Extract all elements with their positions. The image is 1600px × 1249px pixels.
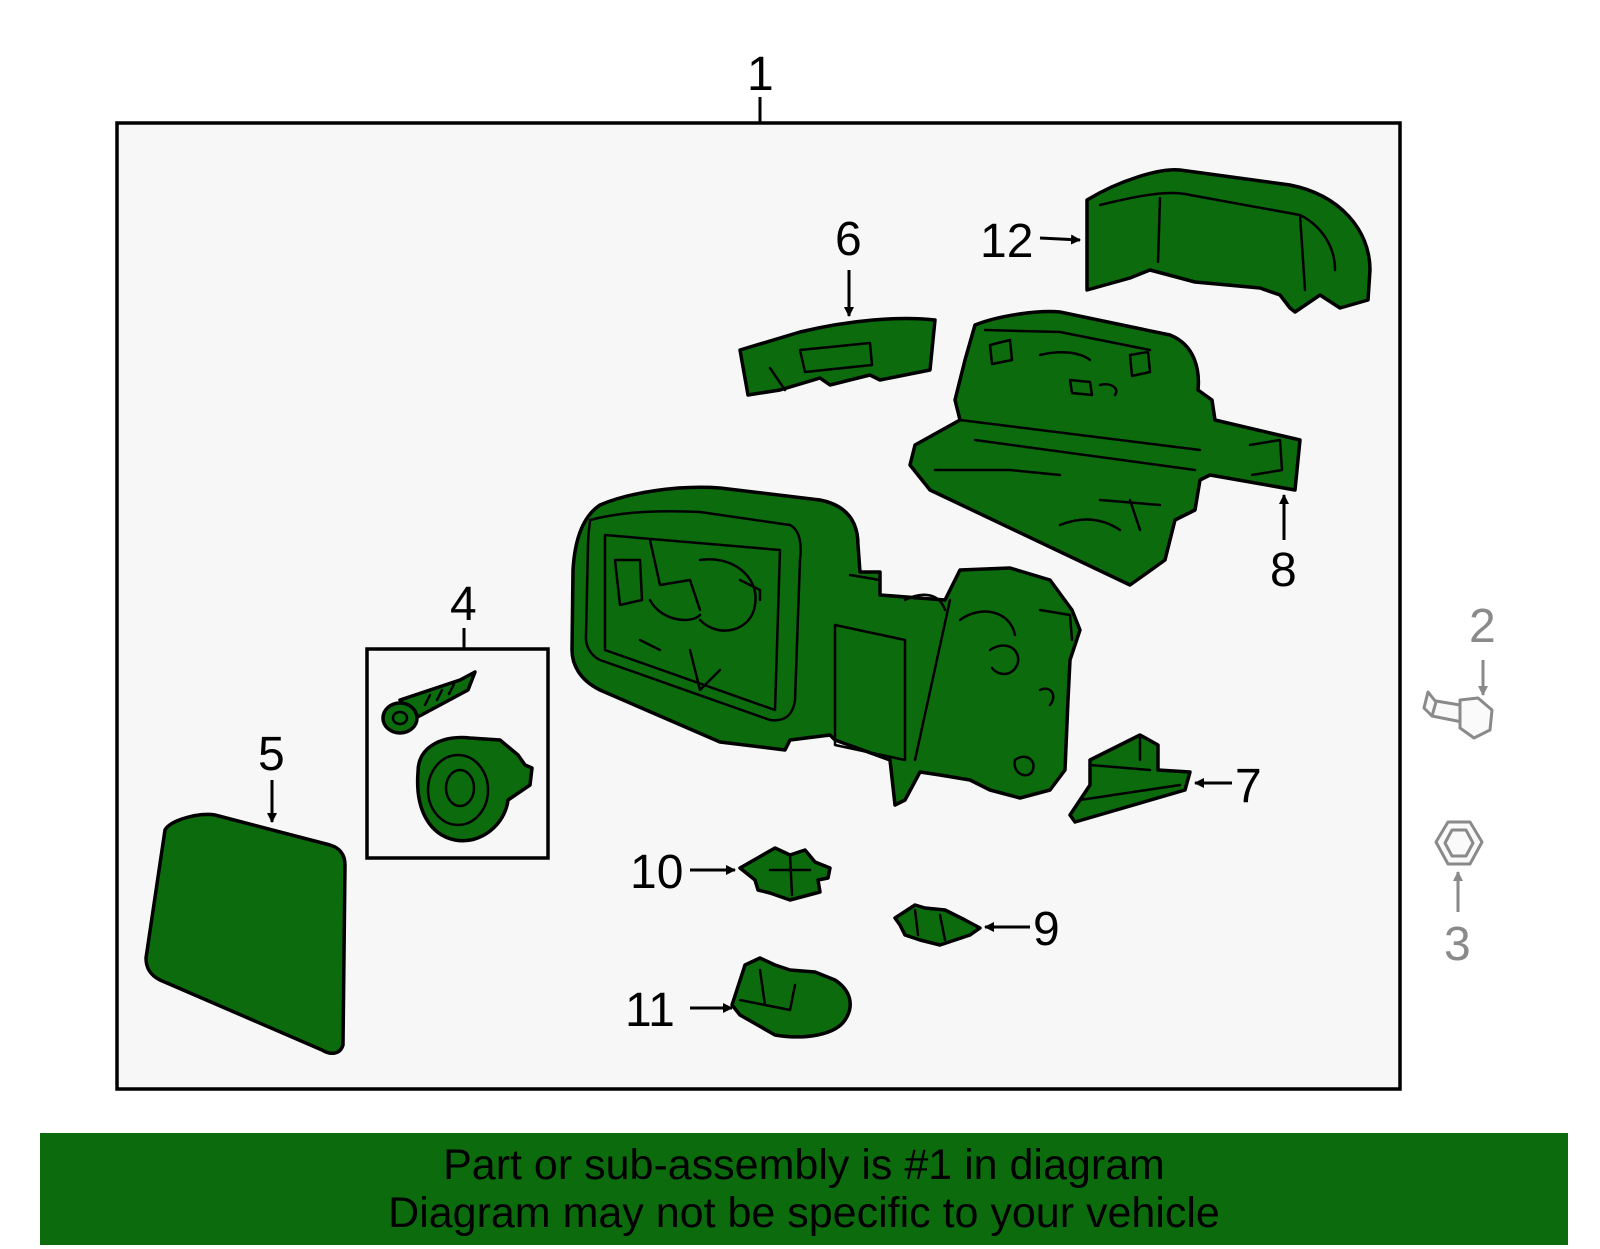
part-7-bracket[interactable] [1068, 733, 1192, 824]
part-9-clip[interactable] [893, 903, 982, 947]
mirror-body-assembly[interactable] [570, 485, 1082, 807]
callout-7-label[interactable]: 7 [1235, 760, 1262, 813]
callout-1-label[interactable]: 1 [747, 48, 774, 101]
part-8-mirror-housing[interactable] [908, 309, 1302, 587]
part-4-screw[interactable] [381, 670, 477, 735]
callout-12-leader [1039, 234, 1081, 245]
callout-12-label[interactable]: 12 [980, 215, 1033, 268]
part-4-kit-box [365, 647, 550, 860]
callout-2-label[interactable]: 2 [1469, 600, 1496, 653]
info-banner: Part or sub-assembly is #1 in diagram Di… [40, 1133, 1568, 1245]
callout-9-label[interactable]: 9 [1033, 903, 1060, 956]
callout-10-label[interactable]: 10 [630, 846, 683, 899]
part-12-mirror-cap[interactable] [1085, 168, 1372, 314]
part-5-mirror-glass[interactable] [144, 812, 347, 1056]
part-3-nut[interactable] [1434, 820, 1484, 866]
part-2-bolt[interactable] [1422, 690, 1494, 740]
part-11-cover[interactable] [730, 956, 852, 1039]
callout-6-label[interactable]: 6 [835, 213, 862, 266]
banner-line-2: Diagram may not be specific to your vehi… [388, 1189, 1220, 1237]
callout-11-label[interactable]: 11 [625, 984, 675, 1037]
callout-8-label[interactable]: 8 [1270, 544, 1297, 597]
callout-4-label[interactable]: 4 [450, 578, 477, 631]
part-4-actuator-motor[interactable] [415, 735, 534, 843]
callout-5-label[interactable]: 5 [258, 728, 285, 781]
part-10-clip[interactable] [738, 846, 832, 902]
part-6-signal-lamp[interactable] [738, 316, 937, 397]
banner-line-1: Part or sub-assembly is #1 in diagram [443, 1141, 1165, 1189]
callout-3-label[interactable]: 3 [1444, 918, 1471, 971]
